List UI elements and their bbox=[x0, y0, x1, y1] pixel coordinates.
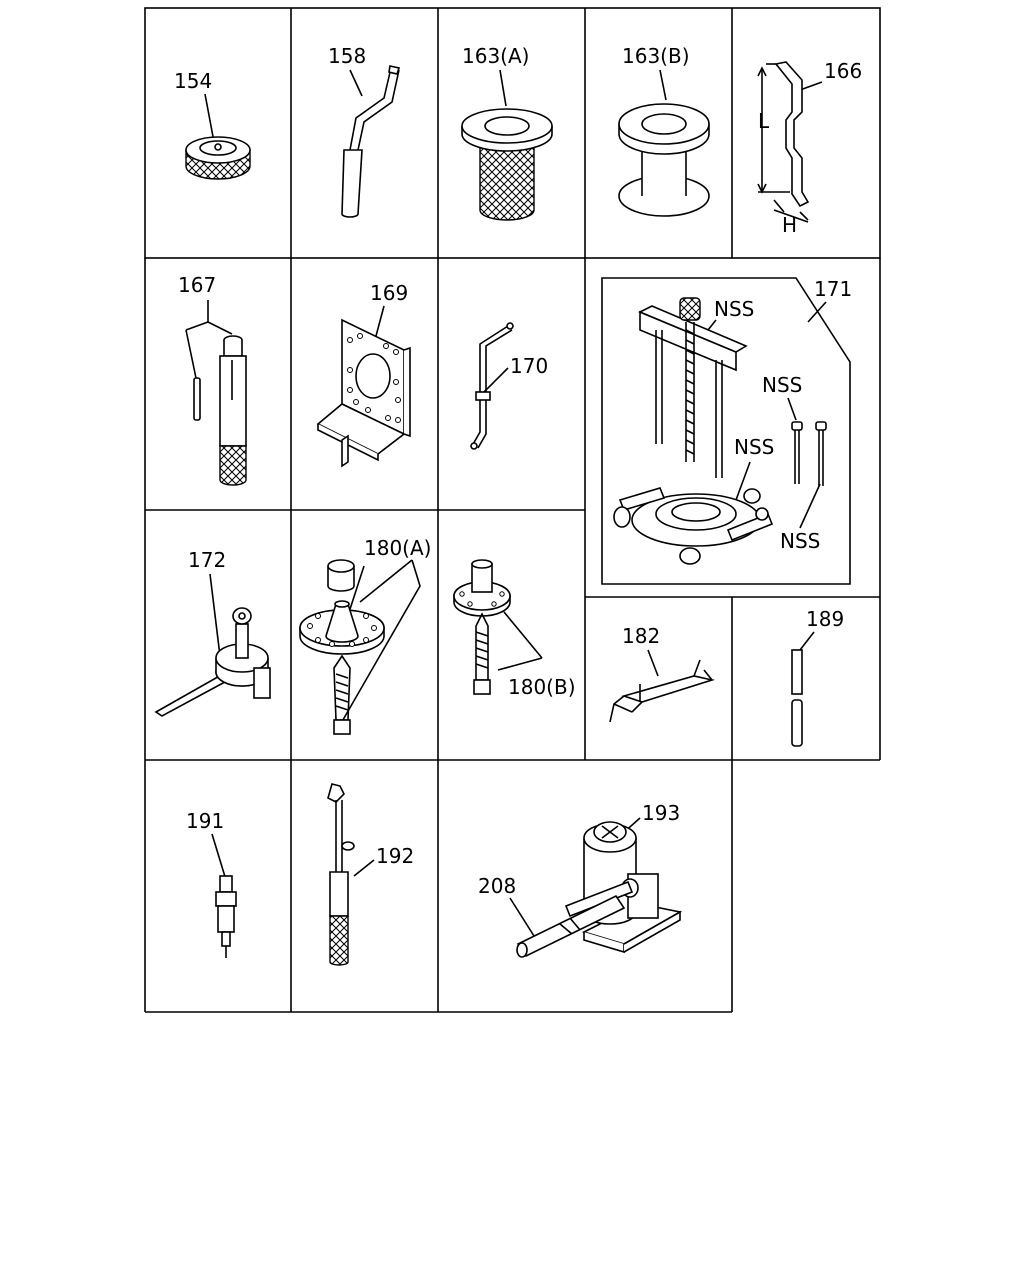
part-label-166: 166 bbox=[824, 59, 862, 83]
part-label-169: 169 bbox=[370, 281, 408, 305]
part-167-pin-punch: 167 bbox=[178, 273, 247, 486]
part-172-holder: 172 bbox=[154, 548, 271, 717]
part-180a-base: 180(A) bbox=[299, 536, 431, 735]
part-label-167: 167 bbox=[178, 273, 216, 297]
part-171-puller: 171 NSS NSS NSS NSS bbox=[601, 277, 852, 585]
part-193-jack: 193 bbox=[564, 801, 683, 954]
nss-label-1: NSS bbox=[714, 297, 754, 321]
part-182-bracket: 182 bbox=[609, 624, 716, 723]
dimension-h-label: H bbox=[782, 213, 797, 237]
part-154-knob: 154 bbox=[174, 69, 251, 180]
part-191-plunger: 191 bbox=[186, 809, 237, 958]
part-208-handle: 208 bbox=[478, 874, 626, 958]
part-label-154: 154 bbox=[174, 69, 212, 93]
nss-label-2: NSS bbox=[762, 373, 802, 397]
part-158-lever: 158 bbox=[328, 44, 401, 218]
grid-lines bbox=[144, 7, 881, 1013]
part-189-rod: 189 bbox=[791, 607, 844, 747]
part-170-rod: 170 bbox=[470, 322, 548, 450]
nss-label-4: NSS bbox=[780, 529, 820, 553]
part-label-208: 208 bbox=[478, 874, 516, 898]
part-163a-bushing: 163(A) bbox=[461, 44, 553, 221]
nss-label-3: NSS bbox=[734, 435, 774, 459]
part-label-191: 191 bbox=[186, 809, 224, 833]
part-label-180b: 180(B) bbox=[508, 675, 576, 699]
part-label-170: 170 bbox=[510, 354, 548, 378]
part-label-180a: 180(A) bbox=[364, 536, 431, 560]
part-label-189: 189 bbox=[806, 607, 844, 631]
part-169-bracket: 169 bbox=[316, 281, 411, 468]
part-180b-base: 180(B) bbox=[453, 559, 576, 699]
part-label-163b: 163(B) bbox=[622, 44, 690, 68]
part-166-strip: 166 L H bbox=[757, 59, 862, 237]
part-label-158: 158 bbox=[328, 44, 366, 68]
part-192-tool: 192 bbox=[327, 783, 414, 966]
part-label-182: 182 bbox=[622, 624, 660, 648]
part-label-192: 192 bbox=[376, 844, 414, 868]
part-label-193: 193 bbox=[642, 801, 680, 825]
part-label-172: 172 bbox=[188, 548, 226, 572]
part-163b-spool: 163(B) bbox=[618, 44, 710, 217]
part-label-163a: 163(A) bbox=[462, 44, 529, 68]
part-label-171: 171 bbox=[814, 277, 852, 301]
dimension-l-label: L bbox=[758, 109, 770, 133]
